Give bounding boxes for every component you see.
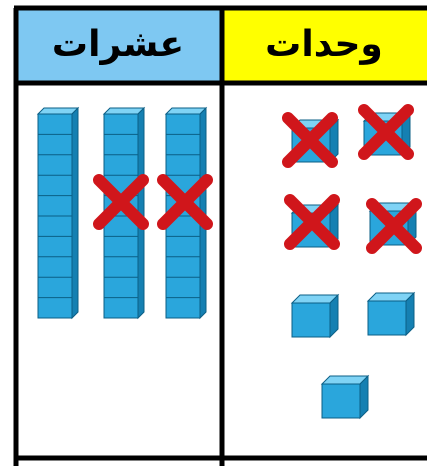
ones-area: [288, 110, 416, 418]
tens-rod: [38, 108, 78, 318]
tens-area: [38, 108, 207, 318]
tens-header-label: عشرات: [52, 24, 184, 65]
unit-cube: [292, 295, 338, 337]
ones-header-label: وحدات: [265, 24, 383, 65]
unit-cube: [368, 293, 414, 335]
unit-cube: [322, 376, 368, 418]
